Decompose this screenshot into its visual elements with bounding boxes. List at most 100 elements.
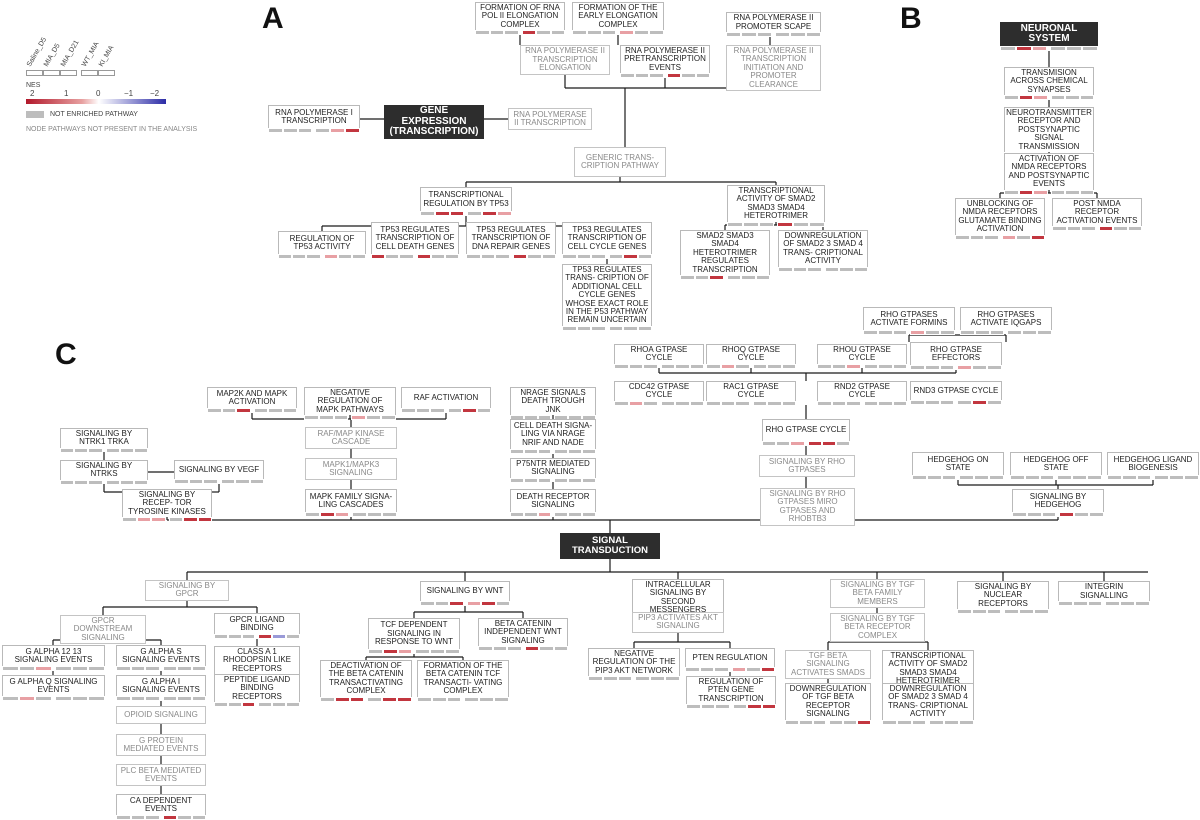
nes-cell [892, 330, 908, 335]
nes-cell [444, 254, 460, 259]
nes-cell [1004, 189, 1019, 195]
nes-cell [272, 634, 287, 639]
nes-cell [726, 274, 741, 280]
nes-cell [809, 221, 825, 227]
nes-cell [714, 667, 729, 672]
nes-heatmap-strip [475, 30, 565, 36]
pathway-node-signal: SIGNAL TRANSDUCTION [560, 533, 660, 559]
nes-cell [777, 221, 794, 227]
nes-cell [162, 696, 177, 701]
nes-cell [807, 441, 822, 446]
nes-heatmap-strip [420, 211, 512, 216]
nes-cell [236, 408, 251, 413]
nes-cell [643, 363, 658, 369]
nes-heatmap-strip [910, 400, 1002, 405]
nes-cell [619, 30, 635, 36]
nes-cell [177, 696, 192, 701]
nes-cell [286, 702, 300, 708]
pathway-node-label: MAP2K AND MAPK ACTIVATION [207, 387, 297, 408]
nes-cell [479, 696, 495, 702]
nes-cell [480, 254, 495, 259]
nes-cell [541, 254, 556, 259]
pathway-node-rho-cycle: RHO GTPASE CYCLE [762, 419, 851, 446]
nes-cell [741, 32, 757, 37]
nes-cell [756, 32, 772, 37]
pathway-node-label: G PROTEIN MEDIATED EVENTS [116, 734, 206, 756]
nes-heatmap-strip [882, 719, 974, 725]
nes-cell [162, 666, 177, 671]
pathway-node-label: DEACTIVATION OF THE BETA CATENIN TRANSAC… [320, 660, 412, 697]
nes-cell [821, 441, 836, 446]
nes-cell [843, 719, 858, 725]
nes-cell [675, 363, 690, 369]
nes-cell [318, 415, 334, 421]
nes-cell [1041, 512, 1057, 517]
pathway-node-label: RND2 GTPASE CYCLE [817, 381, 907, 401]
pathway-node-rna-pol2-trans: RNA POLYMERASE II TRANSCRIPTION [508, 108, 592, 130]
nes-cell [706, 363, 721, 369]
nes-cell [926, 475, 942, 480]
nes-cell [527, 254, 542, 259]
legend-samples: Saline_D5 MIA_D5 MIA_D21 WT_MIA KI_MIA [26, 34, 241, 70]
nes-cell [863, 400, 878, 406]
pathway-node-rho-eff: RHO GTPASE EFFECTORS [910, 342, 1002, 370]
nes-cell [349, 696, 365, 702]
nes-cell [494, 696, 509, 702]
nes-cell [1033, 95, 1048, 101]
nes-cell [466, 254, 481, 259]
nes-cell [1184, 475, 1199, 480]
nes-cell [434, 211, 450, 216]
nes-cell [382, 512, 397, 517]
nes-cell [586, 30, 602, 36]
nes-heatmap-strip [122, 517, 212, 523]
nes-heatmap-strip [1012, 512, 1104, 517]
nes-cell [258, 634, 273, 639]
pathway-node-label: REGULATION OF TP53 ACTIVITY [278, 231, 366, 254]
nes-cell [381, 415, 396, 421]
pathway-node-tp53-death: TP53 REGULATES TRANSCRIPTION OF CELL DEA… [371, 222, 460, 259]
nes-cell [1019, 609, 1035, 615]
nes-cell [747, 704, 762, 710]
nes-cell [955, 234, 970, 240]
nes-cell [482, 211, 498, 216]
nes-cell [227, 634, 242, 639]
pathway-node-rhoq: RHOQ GTPASE CYCLE [706, 344, 796, 369]
nes-cell [145, 666, 160, 671]
pathway-node-p75: P75NTR MEDIATED SIGNALING [510, 458, 596, 483]
nes-heatmap-strip [817, 363, 907, 369]
nes-cell [1033, 189, 1048, 195]
nes-cell [1007, 330, 1023, 335]
nes-heatmap-strip [368, 649, 460, 654]
nes-cell [512, 254, 527, 259]
nes-cell [523, 477, 538, 483]
nes-cell [1074, 512, 1090, 517]
nes-cell [130, 815, 145, 820]
pathway-node-label: TRANSCRIPTIONAL ACTIVITY OF SMAD2 SMAD3 … [882, 650, 974, 687]
nes-heatmap-strip [562, 254, 652, 259]
nes-cell [510, 477, 524, 483]
pathway-node-label: RNA POLYMERASE II TRANSCRIPTION INITIATI… [726, 45, 821, 91]
nes-cell [805, 32, 821, 37]
nes-cell [824, 266, 839, 272]
nes-cell [334, 696, 350, 702]
nes-heatmap-strip [727, 221, 825, 227]
nes-cell [449, 601, 464, 606]
nes-cell [774, 32, 791, 37]
pathway-node-nmda-act: ACTIVATION OF NMDA RECEPTORS AND POSTSYN… [1004, 153, 1094, 195]
nes-cell [105, 447, 120, 453]
pathway-node-trans-smad2: TRANSCRIPTIONAL ACTIVITY OF SMAD2 SMAD3 … [882, 650, 974, 692]
nes-cell [367, 696, 383, 702]
pathway-node-label: GPCR DOWNSTREAM SIGNALING [60, 615, 146, 645]
nes-cell [1004, 95, 1019, 101]
pathway-node-label: OPIOID SIGNALING [116, 706, 206, 724]
nes-cell [18, 666, 36, 671]
panel-label-c: C [55, 338, 77, 371]
nes-cell [1135, 601, 1150, 606]
nes-heatmap-strip [278, 254, 367, 259]
nes-cell [351, 415, 367, 421]
nes-cell [382, 696, 398, 702]
nes-cell [415, 408, 430, 413]
nes-cell [910, 400, 925, 405]
nes-cell [188, 479, 203, 484]
pathway-node-label: HEDGEHOG OFF STATE [1010, 452, 1102, 475]
